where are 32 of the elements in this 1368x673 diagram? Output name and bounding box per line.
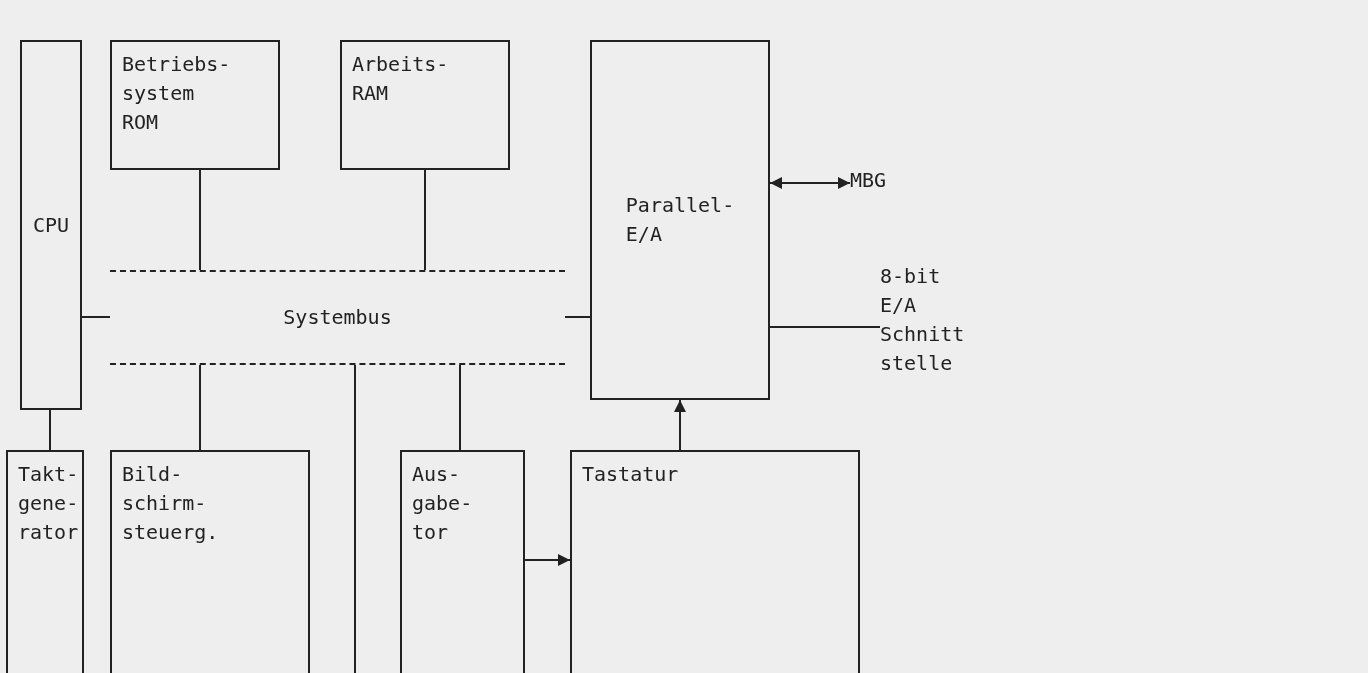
node-label: Tastatur bbox=[582, 461, 679, 488]
connector-line bbox=[769, 177, 851, 189]
node-label: 8-bit E/A Schnitt stelle bbox=[880, 263, 965, 377]
node-label: Arbeits- RAM bbox=[352, 51, 449, 107]
node-label: Bild- schirm- steuerg. bbox=[122, 461, 219, 546]
component-box bbox=[110, 40, 280, 170]
node-label: Takt- gene- rator bbox=[18, 461, 79, 546]
component-box bbox=[590, 40, 770, 400]
node-label: Parallel- E/A bbox=[625, 192, 735, 248]
connector-line bbox=[199, 169, 201, 271]
node-label: Systembus bbox=[283, 304, 392, 331]
connector-line bbox=[81, 316, 111, 318]
component-box bbox=[570, 450, 860, 673]
node-label: CPU bbox=[32, 211, 70, 239]
connector-line bbox=[769, 326, 881, 328]
connector-line bbox=[459, 364, 461, 451]
node-label: MBG bbox=[850, 167, 887, 194]
component-box bbox=[6, 450, 84, 673]
component-box bbox=[20, 40, 82, 410]
component-box bbox=[110, 450, 310, 673]
connector-line bbox=[49, 409, 51, 451]
connector-line bbox=[524, 554, 571, 566]
connector-line bbox=[674, 399, 686, 451]
component-box bbox=[340, 40, 510, 170]
connector-line bbox=[424, 169, 426, 271]
connector-line bbox=[354, 364, 356, 673]
bus-band bbox=[110, 270, 565, 365]
node-label: Betriebs- system ROM bbox=[122, 51, 231, 136]
component-box bbox=[400, 450, 525, 673]
connector-line bbox=[199, 364, 201, 451]
node-label: Aus- gabe- tor bbox=[412, 461, 473, 546]
connector-line bbox=[564, 316, 591, 318]
